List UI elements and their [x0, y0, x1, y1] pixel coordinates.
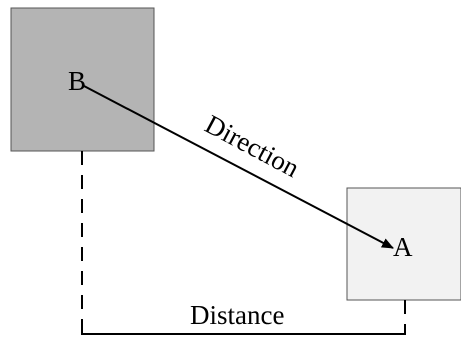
direction-label: Direction	[200, 109, 305, 184]
direction-arrow	[83, 85, 394, 249]
distance-label: Distance	[190, 300, 284, 330]
box-a	[346, 187, 461, 301]
box-b	[10, 7, 155, 152]
box-a-label: A	[393, 232, 413, 262]
box-b-label: B	[68, 66, 86, 96]
